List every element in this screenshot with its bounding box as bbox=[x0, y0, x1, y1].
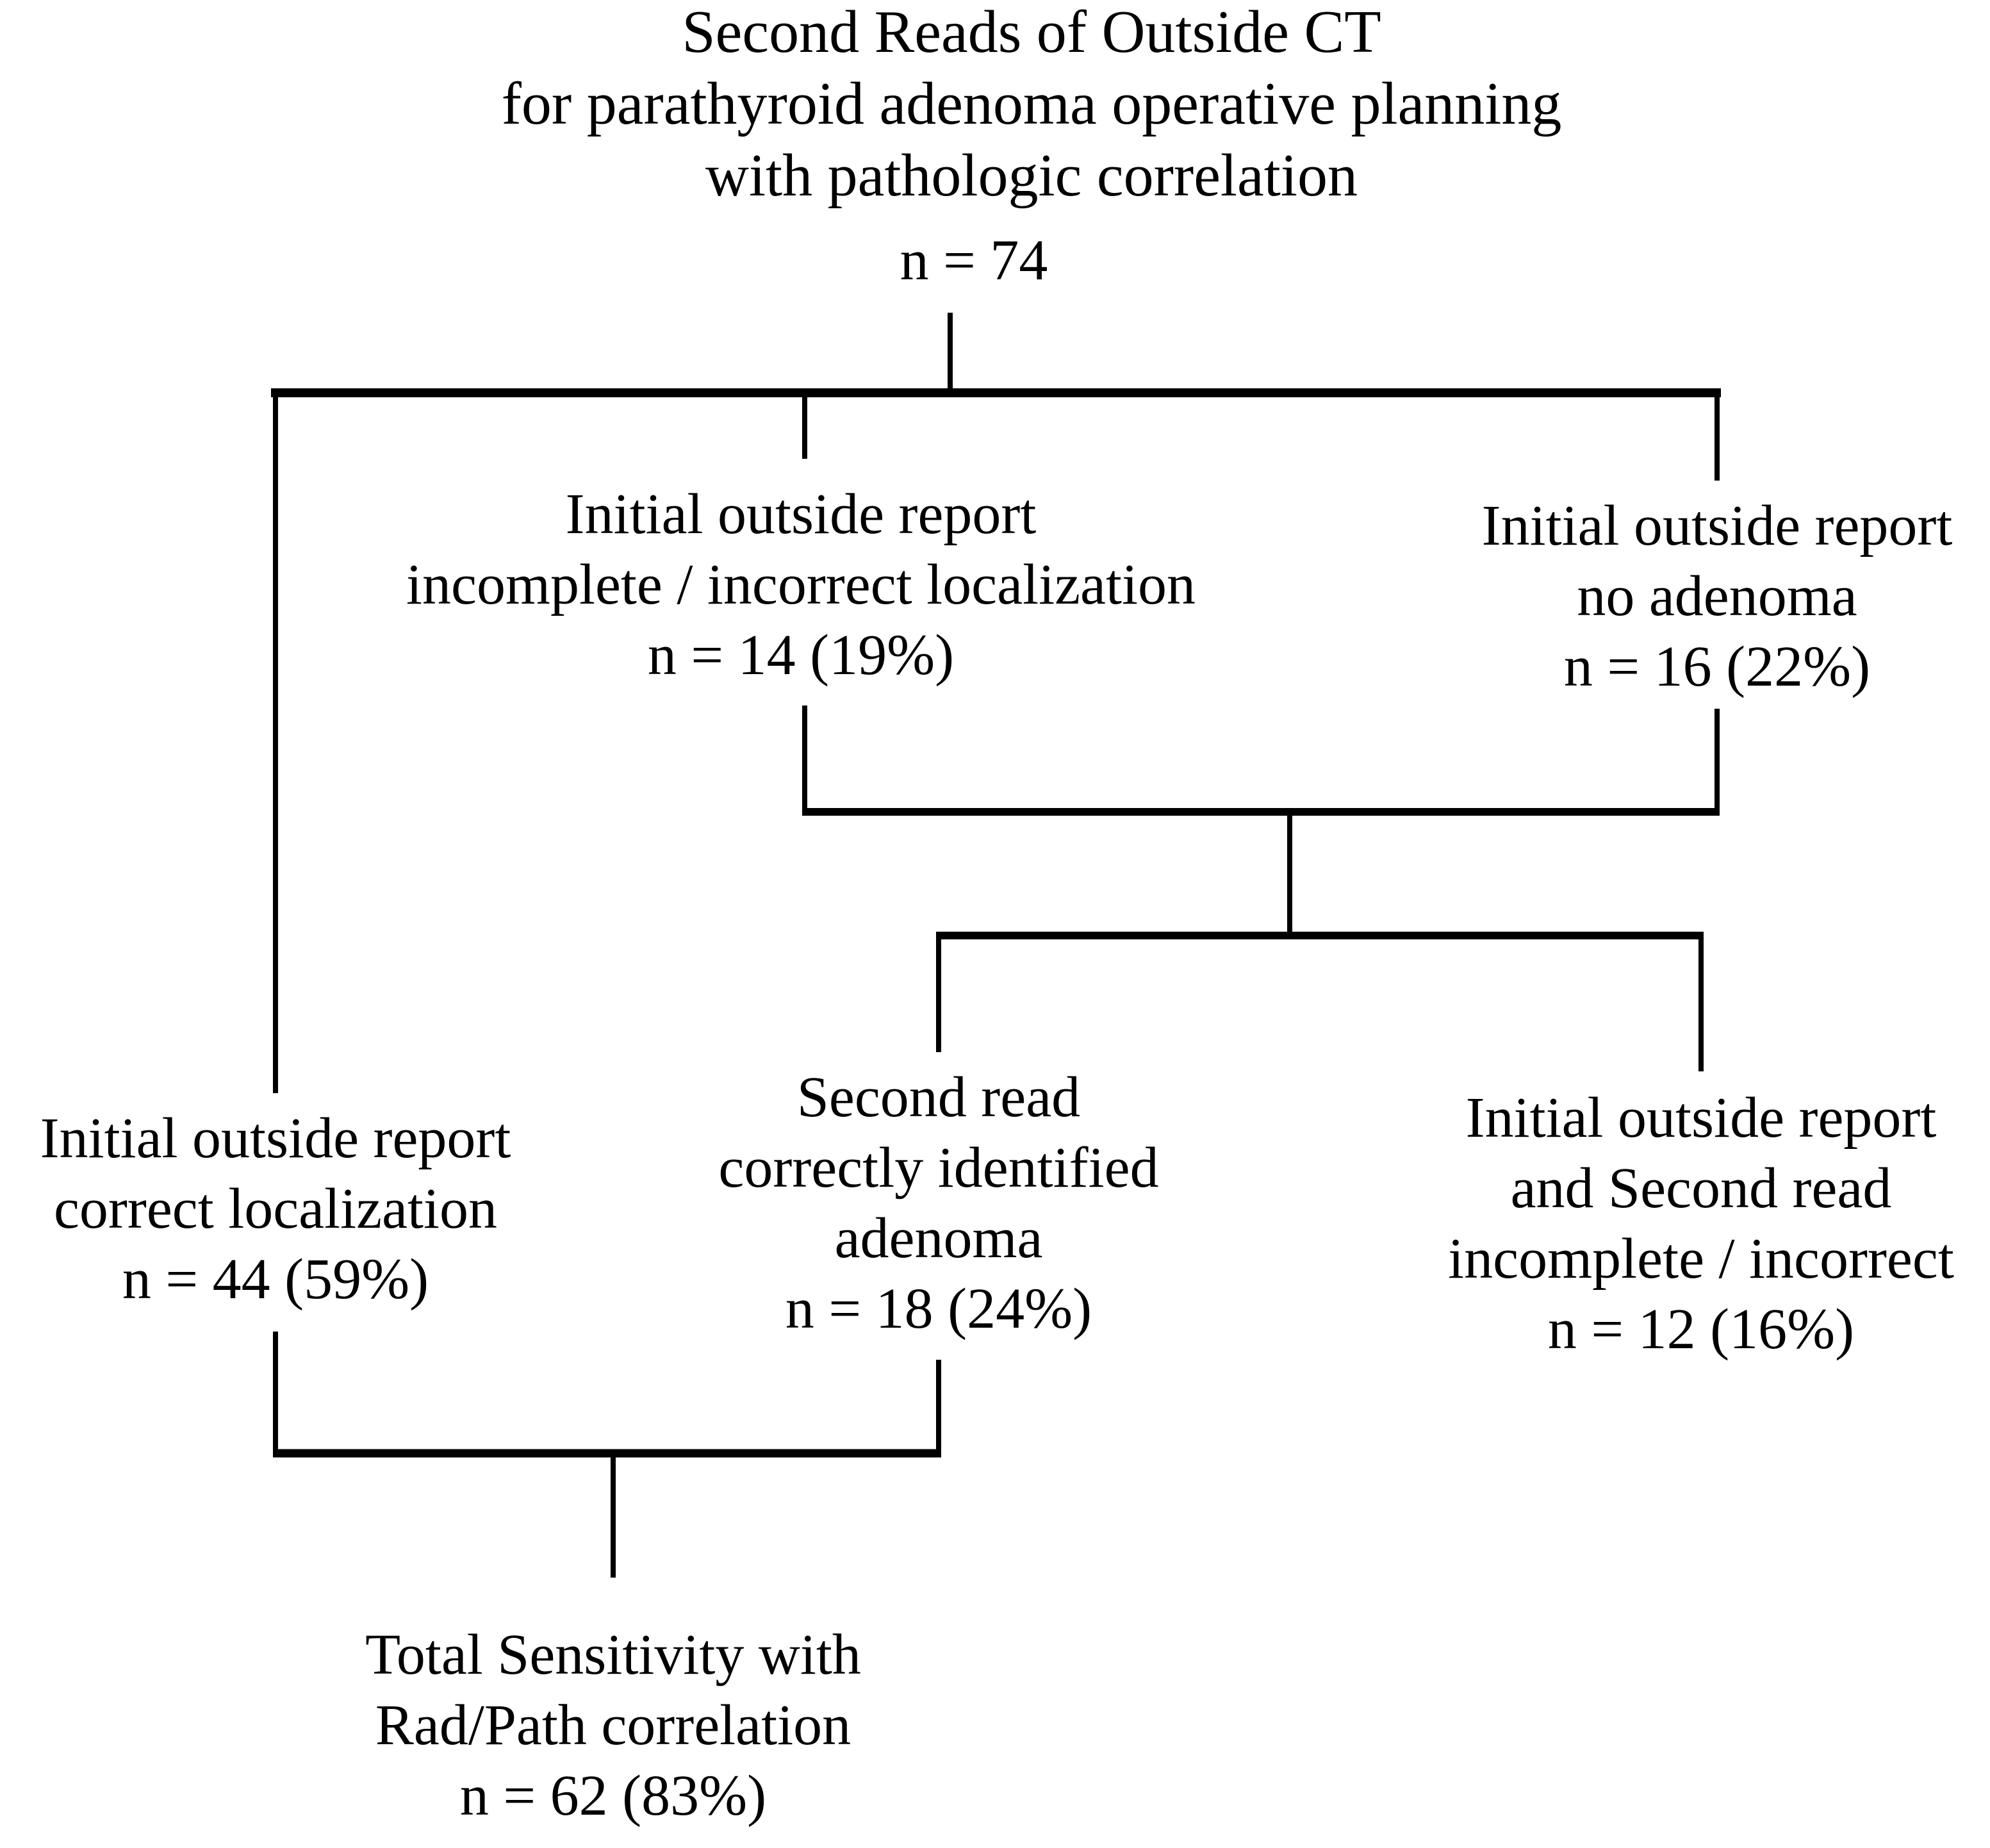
node-line: Rad/Path correlation bbox=[375, 1694, 851, 1757]
node-both-reads-incomplete-incorrect: Initial outside report and Second read i… bbox=[1448, 1083, 1954, 1365]
node-root-count: n = 74 bbox=[900, 226, 1048, 296]
node-count: n = 12 (16%) bbox=[1547, 1298, 1855, 1361]
node-count: n = 18 (24%) bbox=[785, 1277, 1092, 1341]
node-line: Initial outside report bbox=[1465, 1086, 1937, 1150]
node-line: correctly identified bbox=[718, 1136, 1159, 1200]
figure-title: Second Reads of Outside CT for parathyro… bbox=[502, 0, 1562, 211]
node-line: and Second read bbox=[1510, 1157, 1892, 1220]
node-total-sensitivity: Total Sensitivity with Rad/Path correlat… bbox=[365, 1620, 861, 1831]
node-incomplete-incorrect-localization: Initial outside report incomplete / inco… bbox=[406, 479, 1196, 691]
node-line: incomplete / incorrect localization bbox=[406, 553, 1196, 616]
node-line: incomplete / incorrect bbox=[1448, 1227, 1954, 1291]
node-line: Second read bbox=[796, 1066, 1081, 1129]
node-second-read-identified: Second read correctly identified adenoma… bbox=[718, 1062, 1158, 1344]
node-count: n = 44 (59%) bbox=[122, 1248, 429, 1311]
node-line: correct localization bbox=[53, 1177, 498, 1241]
node-count: n = 14 (19%) bbox=[647, 623, 955, 687]
node-count: n = 62 (83%) bbox=[459, 1764, 767, 1827]
node-line: Initial outside report bbox=[1481, 494, 1953, 557]
figure-title-line: for parathyroid adenoma operative planni… bbox=[501, 70, 1562, 137]
figure-title-line: Second Reads of Outside CT bbox=[682, 0, 1381, 65]
node-root-count-label: n = 74 bbox=[900, 229, 1048, 292]
node-correct-localization: Initial outside report correct localizat… bbox=[40, 1103, 511, 1315]
figure-title-line: with pathologic correlation bbox=[705, 142, 1358, 209]
node-line: Initial outside report bbox=[565, 483, 1037, 546]
node-count: n = 16 (22%) bbox=[1563, 635, 1871, 698]
node-no-adenoma: Initial outside report no adenoma n = 16… bbox=[1482, 491, 1953, 702]
node-line: no adenoma bbox=[1577, 565, 1857, 628]
node-line: Initial outside report bbox=[40, 1107, 511, 1170]
node-line: adenoma bbox=[834, 1207, 1043, 1270]
node-line: Total Sensitivity with bbox=[365, 1623, 861, 1687]
